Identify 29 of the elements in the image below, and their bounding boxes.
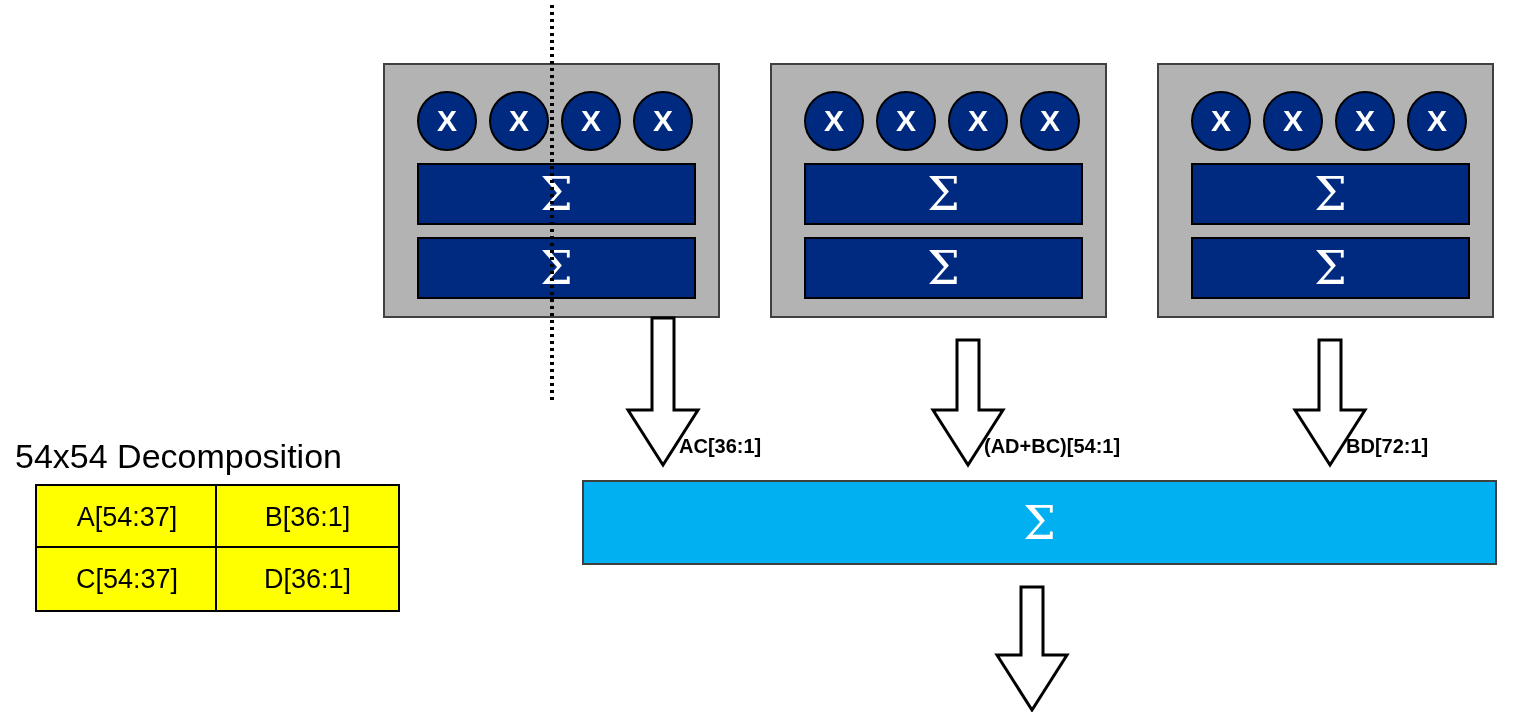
- edge-label: (AD+BC)[54:1]: [984, 435, 1121, 458]
- sum-bar: Σ: [804, 237, 1083, 299]
- edge-label: BD[72:1]: [1346, 435, 1429, 458]
- sum-bar: Σ: [1191, 163, 1470, 225]
- processing-block: [1157, 63, 1494, 318]
- multiplier-circle: X: [804, 91, 864, 151]
- table-title: 54x54 Decomposition: [15, 437, 342, 476]
- multiplier-circle: X: [561, 91, 621, 151]
- multiplier-circle: X: [1263, 91, 1323, 151]
- edge-label: AC[36:1]: [679, 435, 762, 458]
- multiplier-circle: X: [1191, 91, 1251, 151]
- multiplier-circle: X: [1407, 91, 1467, 151]
- multiplier-circle: X: [1335, 91, 1395, 151]
- multiplier-circle: X: [948, 91, 1008, 151]
- multiplier-circle: X: [876, 91, 936, 151]
- table-cell: D[36:1]: [215, 546, 400, 612]
- sum-bar: Σ: [1191, 237, 1470, 299]
- adder-bar: Σ: [582, 480, 1497, 565]
- block-arrow: [930, 338, 1006, 468]
- multiplier-circle: X: [1020, 91, 1080, 151]
- block-arrow: [625, 316, 701, 468]
- processing-block: [770, 63, 1107, 318]
- processing-block: [383, 63, 720, 318]
- multiplier-circle: X: [633, 91, 693, 151]
- block-arrow: [1292, 338, 1368, 468]
- sum-bar: Σ: [804, 163, 1083, 225]
- multiplier-circle: X: [417, 91, 477, 151]
- block-arrow: [994, 585, 1070, 712]
- multiplier-circle: X: [489, 91, 549, 151]
